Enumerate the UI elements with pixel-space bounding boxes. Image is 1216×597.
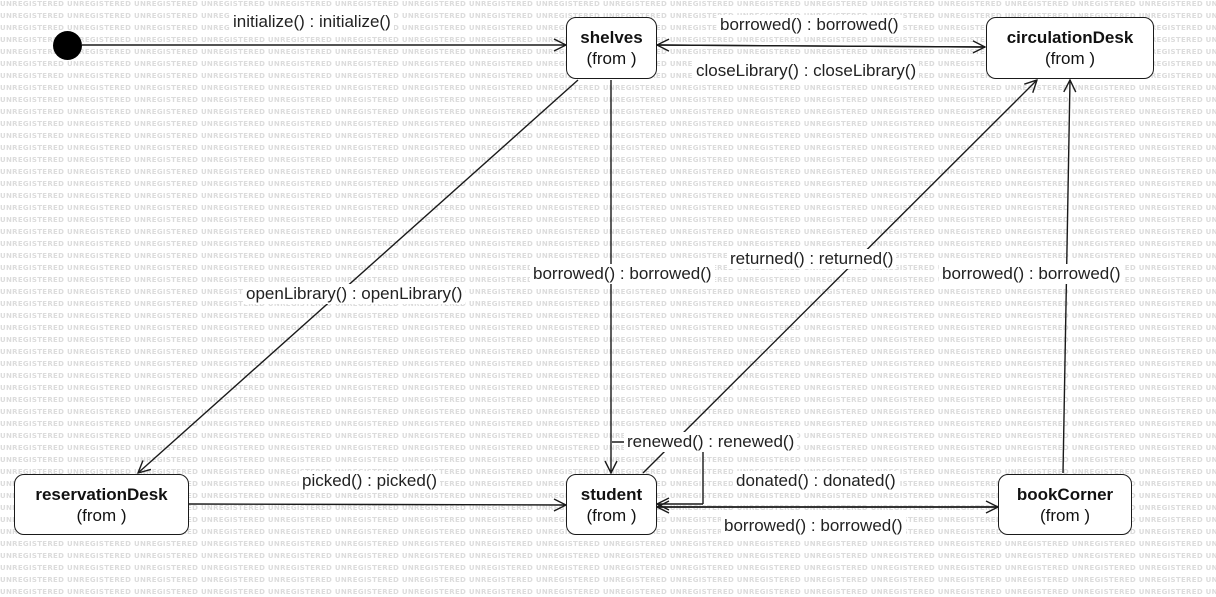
shelves-circulation-borrowed-label[interactable]: borrowed() : borrowed() xyxy=(717,15,902,35)
state-name: student xyxy=(580,484,643,504)
state-from: (from ) xyxy=(76,505,127,525)
bookcorner-circulation-borrowed-label[interactable]: borrowed() : borrowed() xyxy=(939,264,1124,284)
bookcorner-student-borrowed-label[interactable]: borrowed() : borrowed() xyxy=(721,516,906,536)
state-name: shelves xyxy=(580,28,643,47)
open-library-label[interactable]: openLibrary() : openLibrary() xyxy=(243,284,466,304)
state-student[interactable]: student (from ) xyxy=(566,474,657,535)
state-reservation-desk[interactable]: reservationDesk (from ) xyxy=(14,474,189,535)
initialize-label[interactable]: initialize() : initialize() xyxy=(230,12,394,32)
returned-label[interactable]: returned() : returned() xyxy=(727,249,897,269)
donated-label[interactable]: donated() : donated() xyxy=(733,471,899,491)
state-name: bookCorner xyxy=(1016,484,1114,504)
state-circulation-desk[interactable]: circulationDesk (from ) xyxy=(986,17,1154,79)
close-library-label[interactable]: closeLibrary() : closeLibrary() xyxy=(693,61,920,81)
state-from: (from ) xyxy=(1044,49,1096,68)
edge-reservationdesk-to-student[interactable] xyxy=(188,504,566,505)
edge-circulationdesk-to-shelves[interactable] xyxy=(657,45,986,47)
shelves-student-borrowed-label[interactable]: borrowed() : borrowed() xyxy=(530,264,715,284)
edge-student-to-circulationdesk[interactable] xyxy=(642,80,1037,474)
initial-state-dot[interactable] xyxy=(53,31,82,60)
state-from: (from ) xyxy=(586,505,637,525)
state-name: circulationDesk xyxy=(1006,28,1134,47)
state-book-corner[interactable]: bookCorner (from ) xyxy=(998,474,1132,535)
edge-shelves-to-reservationdesk[interactable] xyxy=(138,79,579,473)
renewed-label[interactable]: renewed() : renewed() xyxy=(624,432,798,452)
state-from: (from ) xyxy=(1039,505,1091,525)
state-name: reservationDesk xyxy=(35,484,168,504)
state-shelves[interactable]: shelves (from ) xyxy=(566,17,657,79)
state-from: (from ) xyxy=(586,49,637,68)
picked-label[interactable]: picked() : picked() xyxy=(299,471,441,491)
